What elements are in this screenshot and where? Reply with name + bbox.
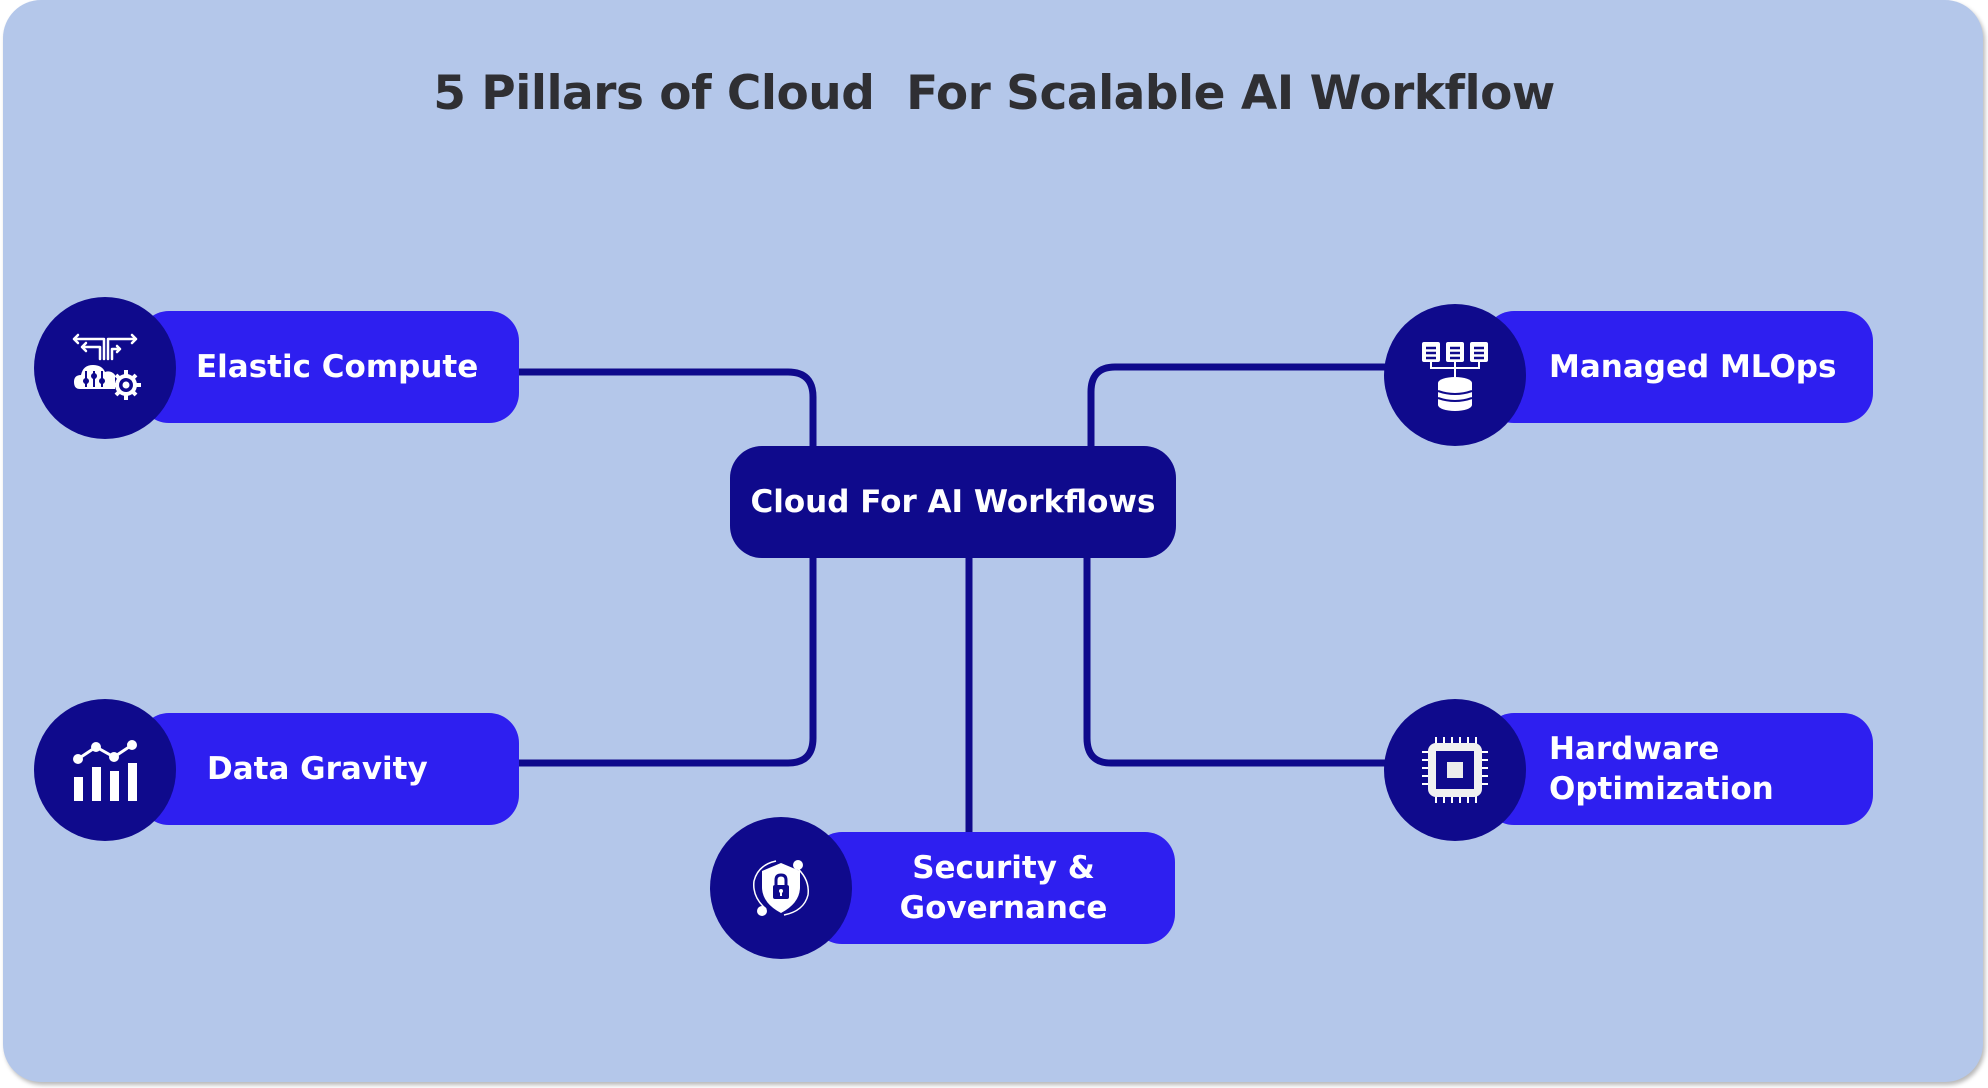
servers-database-icon: [1422, 342, 1488, 411]
pillar-icon-circle: [1384, 699, 1526, 841]
pillar-label: Elastic Compute: [196, 349, 479, 385]
cpu-chip-icon: [1422, 737, 1488, 803]
pillar-label: Managed MLOps: [1549, 349, 1837, 385]
pillar-hardware-optimization: Hardware Optimization: [1484, 713, 1873, 825]
diagram-title: 5 Pillars of Cloud For Scalable AI Workf…: [433, 66, 1555, 121]
pillar-icon-circle: [34, 297, 176, 439]
connector-data-gravity: [519, 558, 817, 767]
connector-elastic-compute: [519, 368, 817, 446]
pillar-security-governance: Security & Governance: [812, 832, 1175, 944]
pillar-label: Security & Governance: [899, 850, 1108, 926]
pillar-elastic-compute: Elastic Compute: [139, 311, 519, 423]
pillar-icon-circle: [1384, 304, 1526, 446]
connector-managed-mlops: [1087, 363, 1385, 446]
center-node-label: Cloud For AI Workflows: [750, 484, 1156, 520]
pillar-label: Data Gravity: [207, 751, 428, 787]
connector-hardware-optimization: [1083, 558, 1385, 767]
pillar-managed-mlops: Managed MLOps: [1484, 311, 1873, 423]
shield-lock-icon: [753, 860, 809, 916]
pillar-icon-circle: [710, 817, 852, 959]
cloud-gear-arrows-icon: [72, 333, 141, 400]
pillar-label: Hardware Optimization: [1549, 731, 1774, 807]
pillar-data-gravity: Data Gravity: [139, 713, 519, 825]
center-node: Cloud For AI Workflows: [730, 446, 1176, 558]
pillar-icon-circle: [34, 699, 176, 841]
bar-line-chart-icon: [73, 740, 137, 801]
